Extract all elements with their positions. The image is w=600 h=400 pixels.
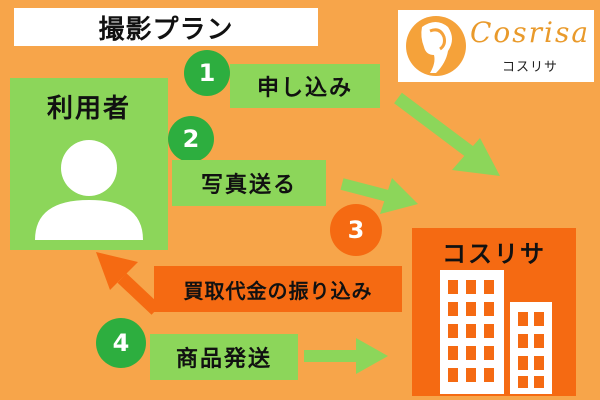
step-badge-3: 3 bbox=[330, 204, 382, 256]
brand-logo: Cosrisa コスリサ bbox=[398, 10, 594, 82]
step-badge-1: 1 bbox=[184, 50, 230, 96]
logo-kana: コスリサ bbox=[502, 60, 559, 75]
step-badge-4: 4 bbox=[96, 318, 146, 368]
user-label: 利用者 bbox=[46, 94, 131, 124]
arrow-step-3 bbox=[96, 252, 161, 315]
office-building-icon bbox=[440, 270, 552, 394]
logo-name: Cosrisa bbox=[470, 16, 591, 49]
company-box: コスリサ bbox=[412, 228, 576, 396]
arrow-step-4 bbox=[304, 338, 388, 374]
person-silhouette-icon bbox=[35, 140, 143, 240]
step-label-4: 商品発送 bbox=[150, 334, 298, 380]
step-label-3: 買取代金の振り込み bbox=[154, 266, 402, 312]
user-box: 利用者 bbox=[10, 78, 168, 250]
arrow-step-2 bbox=[340, 178, 418, 214]
step-label-1: 申し込み bbox=[230, 64, 380, 108]
arrow-step-1 bbox=[394, 92, 500, 176]
woman-profile-logo-icon bbox=[406, 16, 466, 76]
step-label-2: 写真送る bbox=[172, 160, 326, 206]
company-label: コスリサ bbox=[442, 240, 546, 268]
page-title: 撮影プラン bbox=[14, 8, 318, 46]
step-badge-2: 2 bbox=[168, 116, 214, 162]
